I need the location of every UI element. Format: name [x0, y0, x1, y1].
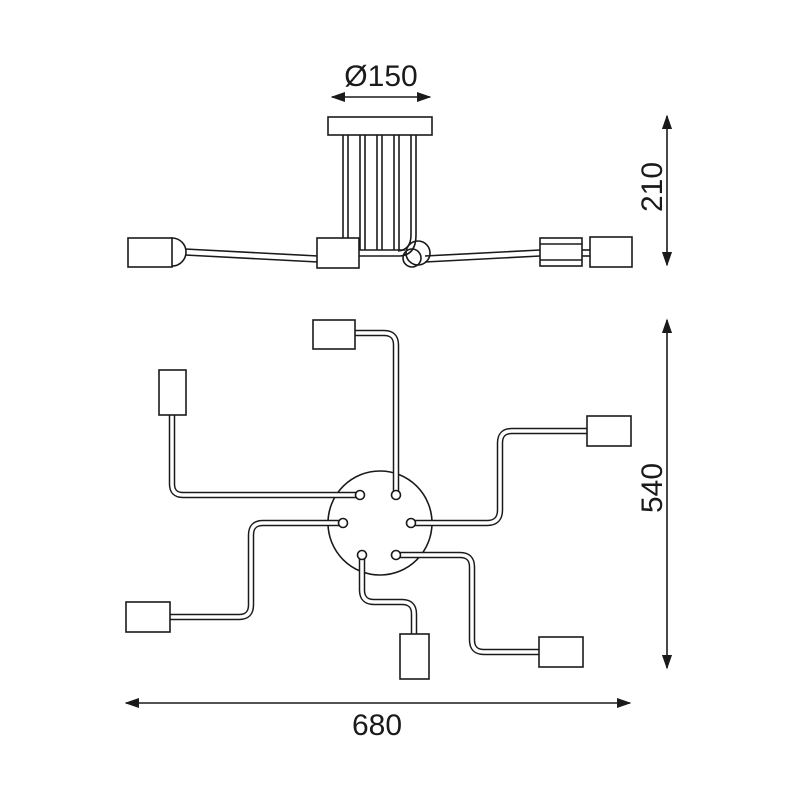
side-arm — [184, 248, 592, 263]
top-lamp-1 — [312, 319, 356, 350]
top-lamp-4 — [125, 601, 171, 633]
top-mount-holes — [337, 489, 417, 561]
top-lamp-3 — [586, 415, 632, 447]
side-lamp-right-back — [539, 237, 583, 267]
dimension-width: 680 — [124, 697, 632, 742]
dimension-depth: 540 — [636, 318, 673, 670]
top-lamp-6 — [399, 633, 430, 680]
top-arms — [166, 329, 591, 656]
side-rods — [342, 135, 417, 257]
height-label: 210 — [636, 162, 669, 212]
depth-label: 540 — [636, 463, 669, 513]
side-canopy-plate — [327, 116, 433, 136]
side-arm-loop-inner — [402, 248, 422, 268]
dimension-canopy-diameter: Ø150 — [330, 60, 432, 103]
side-lamp-center — [316, 237, 360, 269]
canopy-diameter-label: Ø150 — [344, 60, 417, 93]
side-view — [127, 116, 633, 269]
side-lamp-right — [589, 236, 633, 268]
dimension-height: 210 — [636, 114, 673, 267]
side-lamp-left — [127, 237, 173, 268]
top-lamp-2 — [158, 369, 187, 416]
width-label: 680 — [352, 709, 402, 742]
top-view — [125, 319, 632, 680]
top-lamp-5 — [538, 636, 584, 668]
